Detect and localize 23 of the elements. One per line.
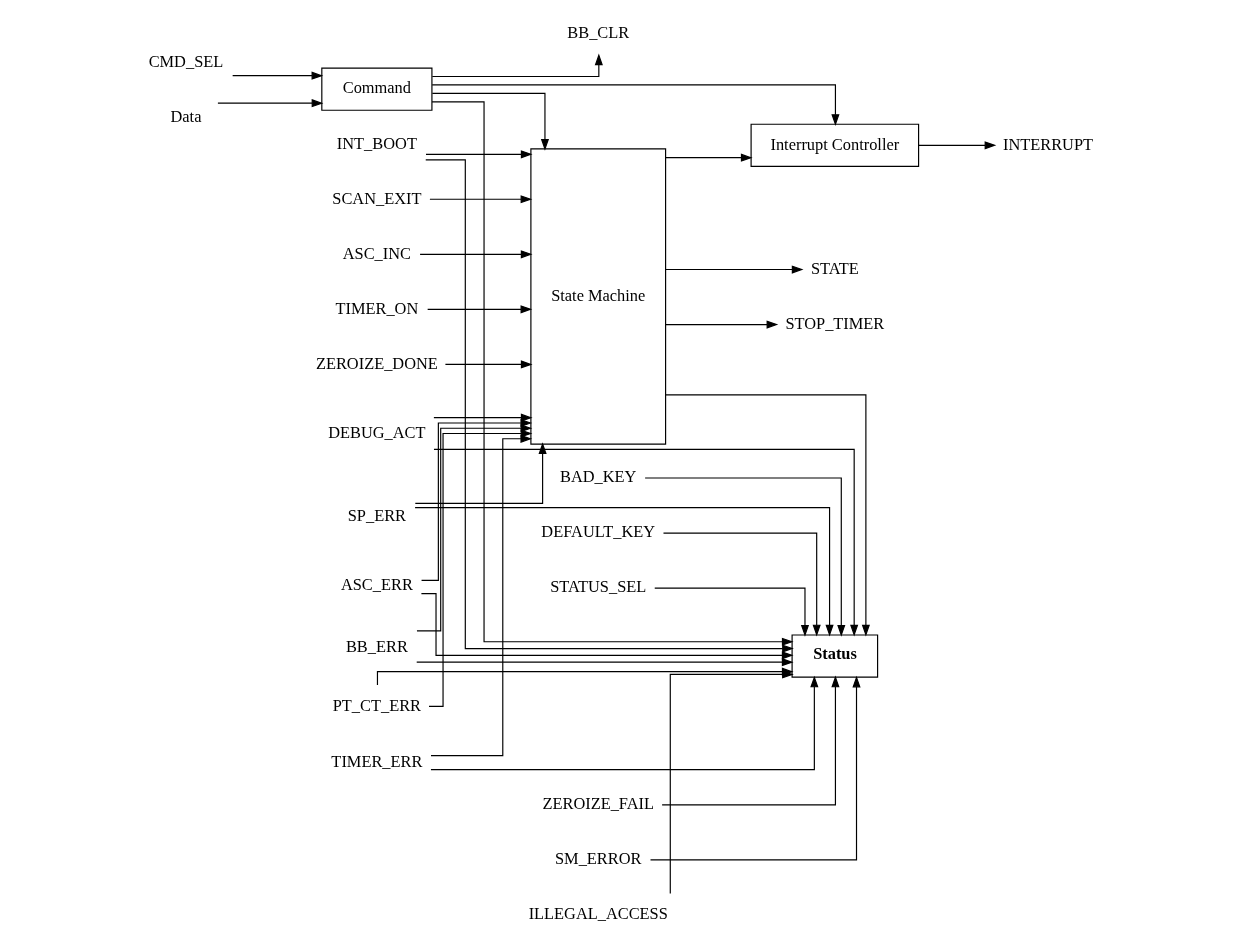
node-text: PT_CT_ERR xyxy=(332,695,421,715)
node-text: STATUS_SEL xyxy=(550,577,647,597)
node-text: Data xyxy=(170,106,202,126)
node-text: BB_CLR xyxy=(567,23,630,43)
node-text: ASC_INC xyxy=(342,243,411,263)
node-text: BB_ERR xyxy=(345,637,408,657)
node-text: SCAN_EXIT xyxy=(332,188,422,208)
node-text: CMD_SEL xyxy=(148,51,224,71)
node-text: TIMER_ERR xyxy=(331,751,423,771)
node-text: SM_ERROR xyxy=(555,849,642,869)
node-text: BAD_KEY xyxy=(560,467,637,487)
node-text: INT_BOOT xyxy=(336,133,417,153)
node-text: SP_ERR xyxy=(347,506,406,525)
node-text: DEFAULT_KEY xyxy=(541,522,656,542)
node-text: TIMER_ON xyxy=(335,298,419,318)
node-text: ZEROIZE_FAIL xyxy=(542,794,655,814)
node-text: STATE xyxy=(810,258,859,278)
node-text: INTERRUPT xyxy=(1002,134,1094,154)
node-text: ZEROIZE_DONE xyxy=(315,353,438,373)
node-text: DEBUG_ACT xyxy=(328,422,426,442)
node-text: STOP_TIMER xyxy=(785,313,885,333)
node-text: ILLEGAL_ACCESS xyxy=(528,904,668,924)
node-text: ASC_ERR xyxy=(340,575,413,595)
